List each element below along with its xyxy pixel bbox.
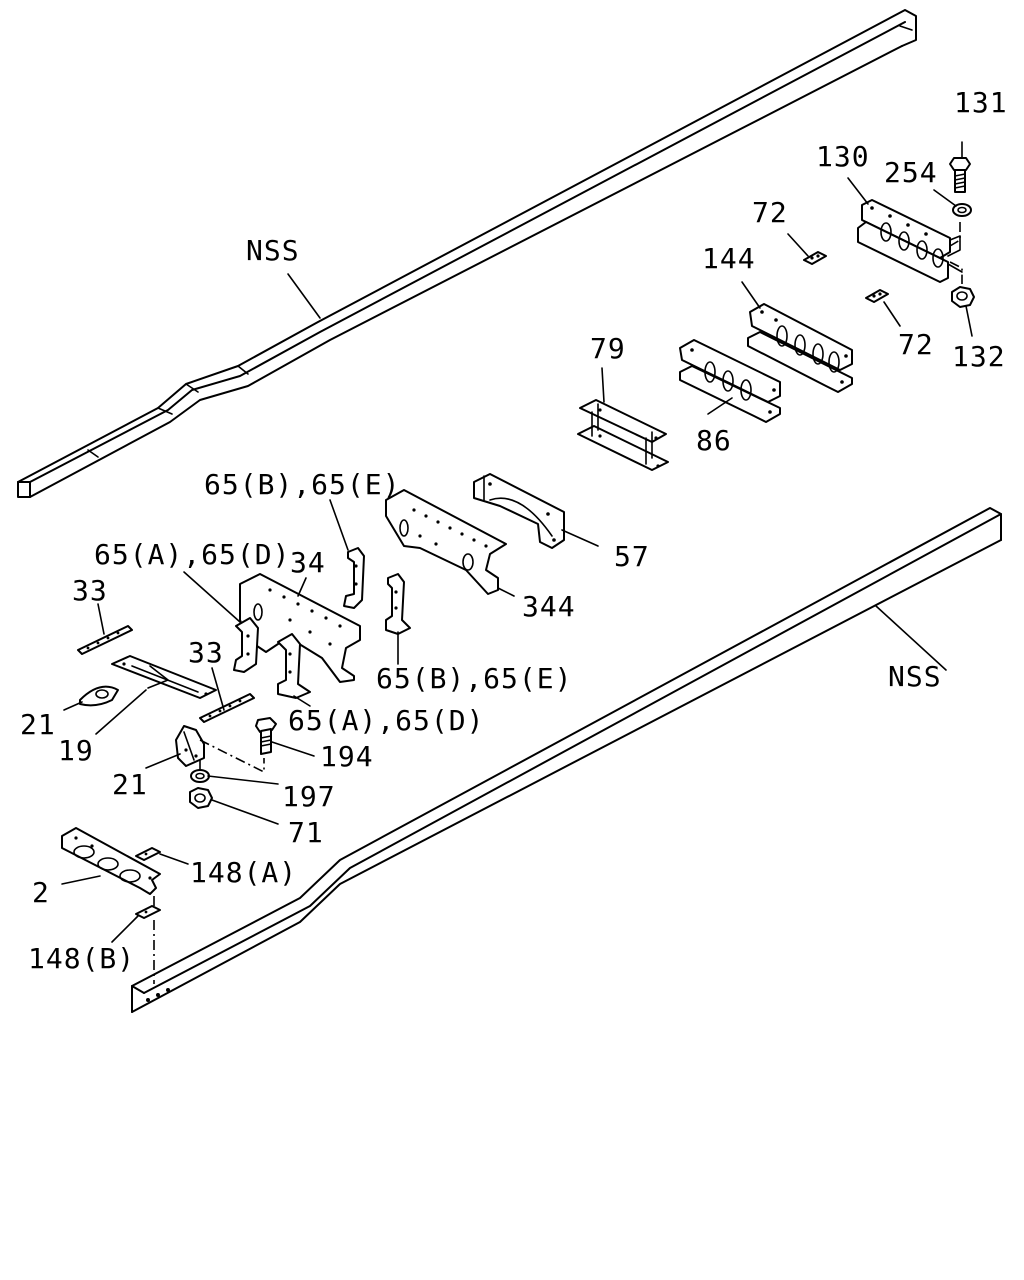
crossmember-130 xyxy=(857,199,963,283)
label-65ad-top: 65(A),65(D) xyxy=(94,538,290,571)
plate-148a xyxy=(135,847,161,861)
crossmember-79 xyxy=(577,399,669,471)
nut-71 xyxy=(189,787,213,809)
plate-33-mid xyxy=(199,693,255,723)
label-71: 71 xyxy=(288,816,324,849)
crossmember-86 xyxy=(679,339,781,423)
plate-72-top xyxy=(803,251,827,265)
label-21-left: 21 xyxy=(20,708,56,741)
label-72-bottom: 72 xyxy=(898,328,934,361)
label-2: 2 xyxy=(32,876,50,909)
label-130: 130 xyxy=(816,140,870,173)
bolt-131 xyxy=(949,157,971,193)
plate-21-left xyxy=(79,685,119,707)
side-rail-top xyxy=(17,9,917,498)
label-132: 132 xyxy=(952,340,1006,373)
label-65be-top: 65(B),65(E) xyxy=(204,468,400,501)
crossmember-144 xyxy=(747,303,853,393)
label-344: 344 xyxy=(522,590,576,623)
side-rail-bottom xyxy=(131,507,1002,1013)
bracket-65be-right xyxy=(385,573,411,635)
label-57: 57 xyxy=(614,540,650,573)
label-72-top: 72 xyxy=(752,196,788,229)
label-197: 197 xyxy=(282,780,336,813)
part-labels: NSS NSS 131 130 254 72 72 132 144 79 86 … xyxy=(20,86,1008,975)
label-79: 79 xyxy=(590,332,626,365)
label-86: 86 xyxy=(696,424,732,457)
label-65ad-mid: 65(A),65(D) xyxy=(288,704,484,737)
label-148a: 148(A) xyxy=(190,856,297,889)
label-19: 19 xyxy=(58,734,94,767)
bracket-65ad-left xyxy=(233,617,259,673)
washer-254 xyxy=(952,203,972,217)
crossmember-2 xyxy=(61,827,161,895)
nut-132 xyxy=(951,286,975,308)
leader-lines xyxy=(61,141,973,943)
label-131: 131 xyxy=(954,86,1008,119)
label-33-left: 33 xyxy=(72,574,108,607)
label-65be-mid: 65(B),65(E) xyxy=(376,662,572,695)
washer-197 xyxy=(190,769,210,783)
crossmember-19 xyxy=(111,655,217,699)
plate-72-bottom xyxy=(865,289,889,303)
crossmember-57 xyxy=(473,473,565,549)
bracket-65be-left xyxy=(343,547,365,609)
label-148b: 148(B) xyxy=(28,942,135,975)
bracket-21-bottom xyxy=(175,725,205,767)
label-144: 144 xyxy=(702,242,756,275)
crossmember-344 xyxy=(385,489,507,595)
label-34: 34 xyxy=(290,546,326,579)
bolt-194 xyxy=(255,717,277,755)
label-254: 254 xyxy=(884,156,938,189)
label-194: 194 xyxy=(320,740,374,773)
plate-33-left xyxy=(77,625,133,655)
plate-148b xyxy=(135,905,161,919)
label-nss-top: NSS xyxy=(246,234,300,267)
label-nss-bottom: NSS xyxy=(888,660,942,693)
label-21-bottom: 21 xyxy=(112,768,148,801)
label-33-mid: 33 xyxy=(188,636,224,669)
